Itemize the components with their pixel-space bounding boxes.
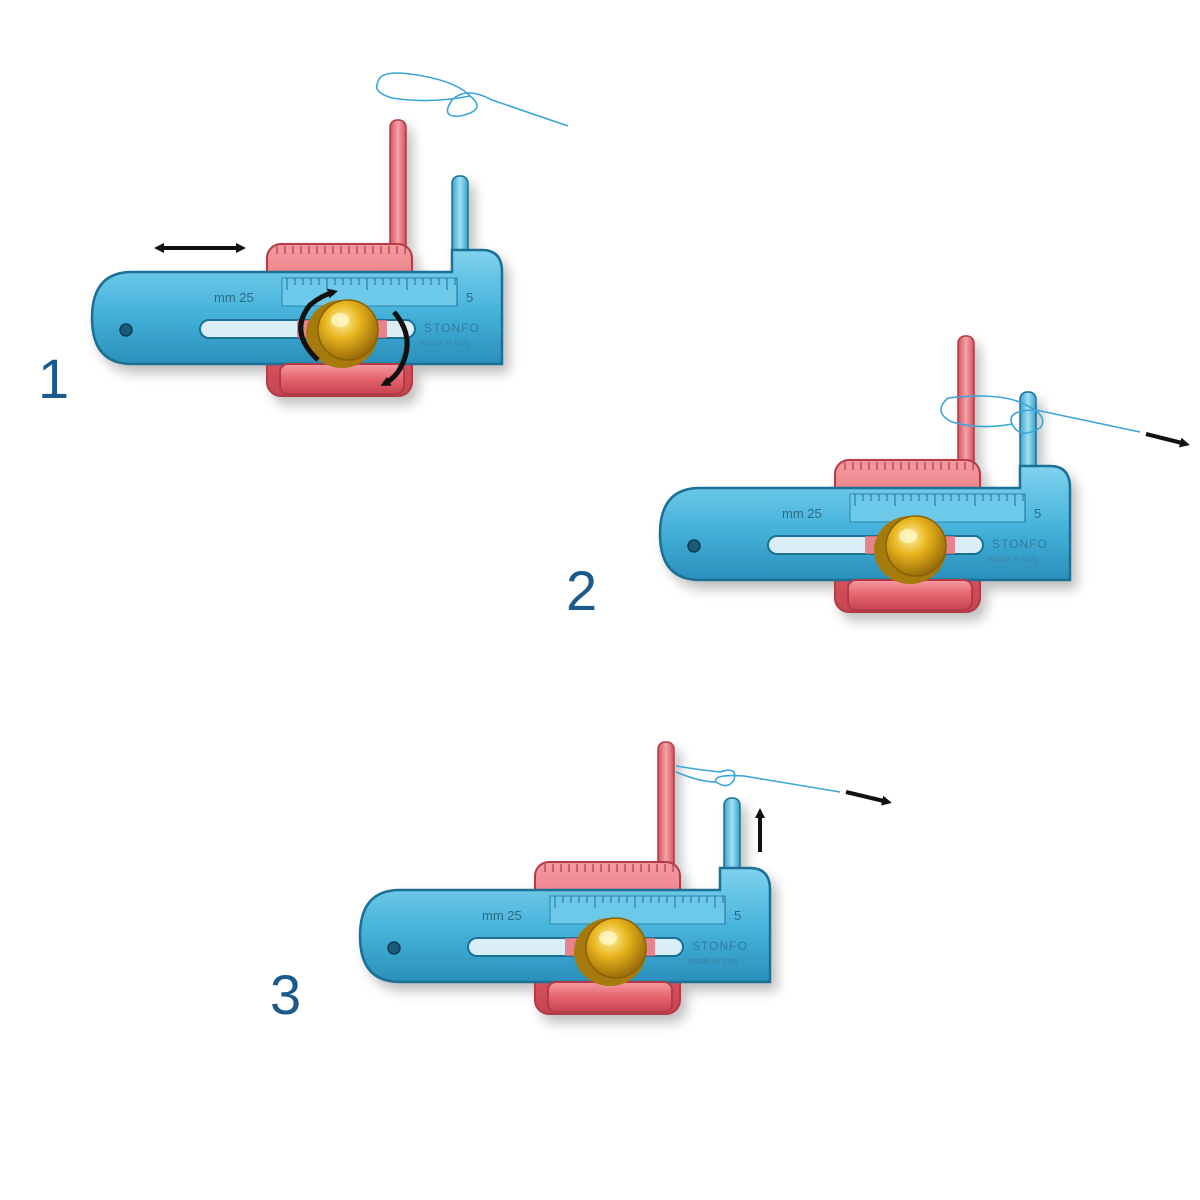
scale-unit-label: mm 25 xyxy=(214,290,254,305)
step-1-group: mm 25 5 STONFO made in italy 1 xyxy=(38,72,569,410)
made-in-label: made in italy xyxy=(688,956,739,966)
brand-label: STONFO xyxy=(992,537,1048,551)
rotate-left-arrow-icon xyxy=(298,288,338,362)
step-number-1: 1 xyxy=(38,347,69,410)
red-pin xyxy=(957,335,975,477)
scale-unit-label: mm 25 xyxy=(482,908,522,923)
step-2-tool: mm 25 5 STONFO made in italy xyxy=(658,335,1072,614)
made-in-label: made in italy xyxy=(420,338,471,348)
step-number-2: 2 xyxy=(566,559,597,622)
scale-end-label: 5 xyxy=(1034,506,1041,521)
red-pin xyxy=(389,119,407,261)
step-3-tool: mm 25 5 STONFO made in italy xyxy=(358,741,772,1016)
step-number-3: 3 xyxy=(270,963,301,1026)
step-2-group: mm 25 5 STONFO made in italy 2 xyxy=(566,335,1190,622)
thread-loop xyxy=(375,72,569,127)
made-in-label: made in italy xyxy=(988,554,1039,564)
scale-end-label: 5 xyxy=(734,908,741,923)
pull-right-arrow-icon xyxy=(1145,432,1190,448)
thread-loop xyxy=(940,395,1141,434)
scale-unit-label: mm 25 xyxy=(782,506,822,521)
step-1-tool: mm 25 5 STONFO made in italy xyxy=(90,119,504,398)
brand-label: STONFO xyxy=(692,939,748,953)
brand-label: STONFO xyxy=(424,321,480,335)
red-pin xyxy=(657,741,675,879)
blue-pin xyxy=(451,175,469,257)
pull-right-arrow-icon xyxy=(845,790,892,806)
rotate-right-arrow-icon xyxy=(380,310,410,387)
step-3-group: mm 25 5 STONFO made in italy 3 xyxy=(270,741,892,1026)
thread-knot xyxy=(675,765,841,793)
scale-end-label: 5 xyxy=(466,290,473,305)
blue-pin xyxy=(723,797,741,875)
